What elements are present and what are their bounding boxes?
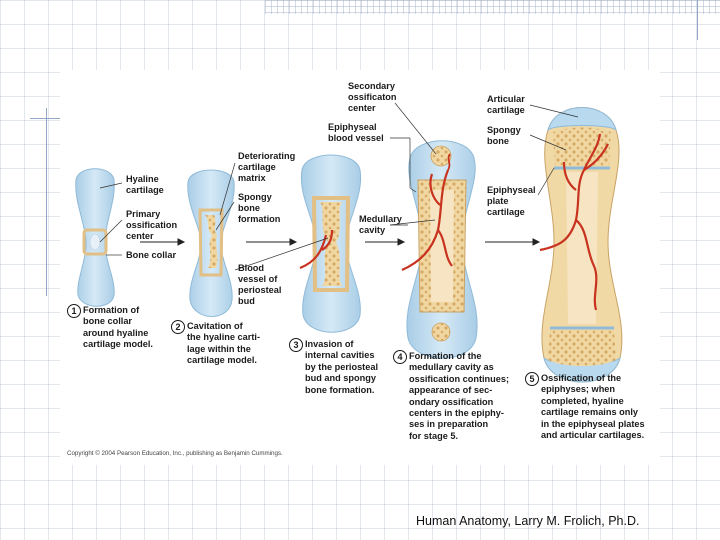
label-spongy-bone: Spongy bone [487, 125, 521, 146]
step-2-number: 2 [171, 320, 185, 334]
label-blood-vessel-periosteal-bud: Blood vessel of periosteal bud [238, 263, 282, 306]
label-medullary-cavity: Medullary cavity [359, 214, 402, 235]
stage-2-bone [187, 169, 235, 317]
step-1-caption: Formation of bone collar around hyaline … [83, 305, 153, 350]
step-4-caption: Formation of the medullary cavity as oss… [409, 351, 510, 441]
label-hyaline-cartilage: Hyaline cartilage [126, 174, 164, 195]
label-deteriorating-cartilage-matrix: Deteriorating cartilage matrix [238, 151, 296, 183]
top-right-rule [697, 0, 698, 40]
label-primary-ossification-center: Primary ossification center [126, 209, 178, 241]
label-epiphyseal-blood-vessel: Epiphyseal blood vessel [328, 122, 384, 143]
label-bone-collar: Bone collar [126, 250, 177, 260]
step-3-caption: Invasion of internal cavities by the per… [305, 339, 379, 395]
bone-diagram [75, 102, 623, 383]
stage-3-bone [299, 154, 362, 333]
stage-5-bone [539, 107, 623, 383]
endochondral-ossification-figure: Hyaline cartilage Primary ossification c… [60, 70, 660, 465]
stage-arrows [140, 238, 541, 246]
left-rule [46, 108, 47, 296]
step-1-number: 1 [67, 304, 81, 318]
label-articular-cartilage: Articular cartilage [487, 94, 525, 115]
left-rule-tick [30, 118, 60, 119]
copyright-notice: Copyright © 2004 Pearson Education, Inc.… [67, 450, 283, 457]
bone-collar-1 [82, 228, 108, 256]
label-secondary-ossification-center: Secondary ossificaton center [348, 81, 397, 113]
stage-1-bone [75, 168, 115, 307]
footer-citation: Human Anatomy, Larry M. Frolich, Ph.D. [416, 514, 640, 528]
leader-lines [99, 102, 579, 271]
step-3-number: 3 [289, 338, 303, 352]
label-spongy-bone-formation: Spongy bone formation [238, 192, 281, 224]
step-4-number: 4 [393, 350, 407, 364]
header-band [265, 0, 720, 14]
step-2-caption: Cavitation of the hyaline carti- lage wi… [187, 321, 261, 366]
stage-4-bone [401, 140, 478, 359]
label-epiphyseal-plate-cartilage: Epiphyseal plate cartilage [487, 185, 536, 217]
step-5-number: 5 [525, 372, 539, 386]
step-5-caption: Ossification of the epiphyses; when comp… [541, 373, 645, 441]
